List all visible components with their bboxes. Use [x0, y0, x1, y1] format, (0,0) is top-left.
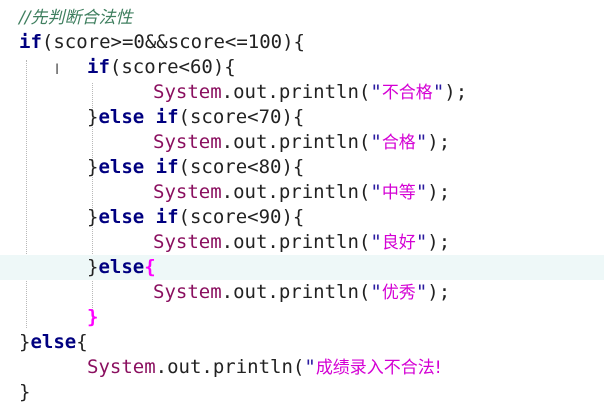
class-name: System	[153, 181, 222, 203]
method-call: .out.println(	[155, 356, 305, 378]
keyword-if: if	[87, 56, 110, 78]
string-literal: 优秀	[381, 283, 416, 303]
method-call: .out.println(	[221, 231, 371, 253]
indent-guide	[92, 83, 93, 318]
quote: "	[370, 81, 382, 103]
code-line-println[interactable]: System.out.println("良好");	[0, 230, 604, 255]
class-name: System	[153, 81, 222, 103]
class-name: System	[153, 131, 222, 153]
code-line-println[interactable]: System.out.println("优秀");	[0, 280, 604, 305]
keyword-if: if	[19, 31, 42, 53]
code-line-println[interactable]: System.out.println("合格");	[0, 130, 604, 155]
close-brace: }	[19, 331, 31, 353]
statement-end: );	[427, 131, 451, 153]
method-call: .out.println(	[221, 131, 371, 153]
code-line-if-outer[interactable]: if(score>=0&&score<=100){	[0, 30, 604, 55]
method-call: .out.println(	[221, 281, 371, 303]
method-call: .out.println(	[221, 181, 371, 203]
close-brace: }	[87, 156, 99, 178]
statement-end: );	[427, 231, 451, 253]
code-line-println[interactable]: System.out.println("不合格");	[0, 80, 604, 105]
quote: "	[415, 231, 428, 253]
condition: (score<90){	[178, 206, 305, 228]
keyword-else: else	[98, 256, 145, 278]
code-line-println[interactable]: System.out.println("中等");	[0, 180, 604, 205]
code-line-if-inner[interactable]: if(score<60){	[0, 55, 604, 80]
code-line-println[interactable]: System.out.println("成绩录入不合法!	[0, 355, 604, 380]
open-brace: {	[76, 331, 88, 353]
quote: "	[304, 356, 316, 378]
indent-guide	[26, 60, 27, 328]
keyword-else-if: else if	[98, 206, 179, 228]
quote: "	[370, 231, 382, 253]
string-literal: 不合格	[381, 83, 433, 103]
close-brace: }	[19, 381, 31, 403]
comment-text: //先判断合法性	[19, 8, 133, 28]
close-brace: }	[87, 256, 99, 278]
code-line-comment[interactable]: //先判断合法性	[0, 5, 604, 30]
string-literal: 成绩录入不合法!	[315, 358, 442, 378]
keyword-else: else	[30, 331, 77, 353]
matched-brace: }	[87, 306, 99, 328]
string-literal: 良好	[381, 233, 416, 253]
condition: (score>=0&&score<=100){	[41, 31, 305, 53]
class-name: System	[153, 231, 222, 253]
string-literal: 合格	[381, 133, 416, 153]
close-brace: }	[87, 206, 99, 228]
statement-end: );	[444, 81, 468, 103]
code-line-else-if[interactable]: }else if(score<70){	[0, 105, 604, 130]
string-literal: 中等	[381, 183, 416, 203]
class-name: System	[153, 281, 222, 303]
quote: "	[370, 131, 382, 153]
statement-end: );	[427, 181, 451, 203]
quote: "	[415, 181, 428, 203]
code-line-else-outer[interactable]: }else{	[0, 330, 604, 355]
quote: "	[415, 131, 428, 153]
matched-brace: {	[144, 256, 156, 278]
text-cursor-icon: I	[55, 62, 60, 78]
keyword-else-if: else if	[98, 156, 179, 178]
condition: (score<60){	[109, 56, 236, 78]
class-name: System	[87, 356, 156, 378]
condition: (score<80){	[178, 156, 305, 178]
condition: (score<70){	[178, 106, 305, 128]
method-call: .out.println(	[221, 81, 371, 103]
close-brace: }	[87, 106, 99, 128]
statement-end: );	[427, 281, 451, 303]
keyword-else-if: else if	[98, 106, 179, 128]
code-line-else-if[interactable]: }else if(score<90){	[0, 205, 604, 230]
code-line-else-current[interactable]: }else{	[0, 255, 604, 280]
code-line-close-brace[interactable]: }	[0, 380, 604, 405]
code-line-else-if[interactable]: }else if(score<80){	[0, 155, 604, 180]
quote: "	[432, 81, 445, 103]
code-line-close-brace[interactable]: }	[0, 305, 604, 330]
quote: "	[370, 281, 382, 303]
quote: "	[370, 181, 382, 203]
quote: "	[415, 281, 428, 303]
